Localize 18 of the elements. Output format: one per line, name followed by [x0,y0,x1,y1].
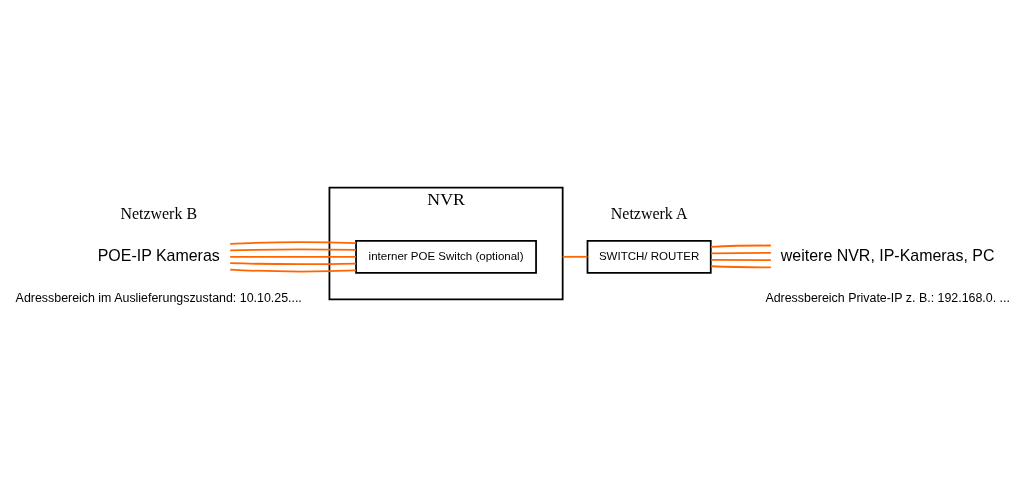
connector [229,241,357,245]
node-box: SWITCH/ ROUTER [586,239,712,274]
connector [561,255,589,258]
node-text: weitere NVR, IP-Kameras, PC [780,246,995,264]
connector [229,255,357,258]
connector [710,265,772,269]
label: Netzwerk B [120,205,198,223]
connector [710,244,772,248]
connector [229,262,357,265]
node-text: POE-IP Kameras [97,246,220,264]
node-label: Adressbereich Private-IP z. B.: 192.168.0. ... [765,290,1010,305]
label: Netzwerk A [610,205,688,223]
connector [229,248,357,252]
connector [710,258,772,262]
node-label: Adressbereich im Auslieferungszustand: 10.10.25.... [15,290,302,305]
node-box: interner POE Switch (optional) [355,239,537,274]
connector [229,268,357,273]
connector [710,251,772,255]
